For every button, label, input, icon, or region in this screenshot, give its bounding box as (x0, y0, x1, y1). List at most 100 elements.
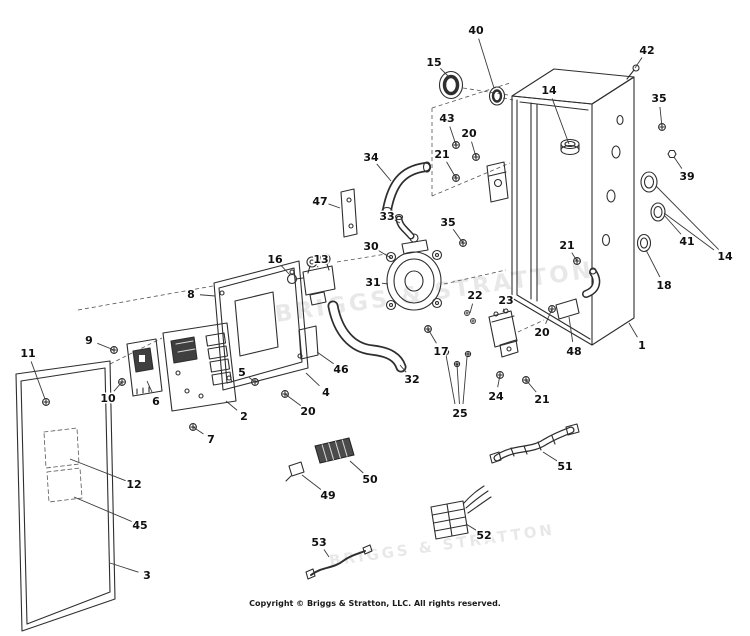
leader-line (571, 252, 578, 262)
leader-line (502, 308, 505, 313)
part-number-label-43: 43 (439, 112, 454, 125)
part-number-label-48: 48 (566, 345, 581, 358)
watermark-text-2: BRIGGS & STRATTON (328, 520, 556, 570)
part-number-label-9: 9 (85, 334, 93, 347)
part-number-label-21: 21 (534, 393, 549, 406)
fuel-hose-art (327, 300, 407, 373)
part-number-label-1: 1 (638, 339, 646, 352)
screw-42-art (626, 64, 640, 80)
striped-block-art (314, 437, 355, 464)
leader-line (316, 351, 334, 365)
part-number-label-51: 51 (557, 460, 572, 473)
leader-line (301, 474, 322, 490)
part-number-label-14: 14 (541, 84, 557, 97)
part-number-label-33: 33 (379, 210, 394, 223)
leader-line (317, 265, 319, 268)
part-number-label-35: 35 (651, 92, 666, 105)
part-number-label-35: 35 (440, 216, 455, 229)
part-number-label-41: 41 (679, 235, 694, 248)
part-number-label-31: 31 (365, 276, 380, 289)
leader-line (349, 460, 364, 474)
leader-line (440, 68, 451, 79)
formed-hose-art (381, 161, 432, 216)
part-number-label-2: 2 (240, 410, 248, 423)
bracket-44-art (486, 161, 509, 203)
part-number-label-46: 46 (333, 363, 349, 376)
leader-line (465, 523, 477, 531)
leader-line (469, 303, 474, 314)
leader-line (659, 106, 663, 128)
leader-line (568, 316, 574, 343)
leader-line (199, 294, 216, 297)
leader-line (280, 265, 291, 276)
leader-line (69, 458, 126, 482)
part-number-label-15: 15 (426, 56, 441, 69)
leader-line (427, 328, 437, 344)
leader-line (192, 426, 204, 435)
leader-line (446, 161, 457, 179)
leader-line (73, 496, 132, 522)
part-number-label-22: 22 (467, 289, 482, 302)
part-number-label-14: 14 (717, 250, 733, 263)
leader-line (225, 400, 238, 411)
part-number-label-21: 21 (434, 148, 449, 161)
leader-line (655, 185, 720, 250)
leader-line (146, 380, 153, 393)
leader-line (663, 214, 682, 235)
leader-line (399, 364, 407, 373)
starter-solenoid-art (488, 308, 519, 358)
leader-line (542, 451, 558, 462)
part-number-label-6: 6 (152, 395, 160, 408)
leader-line (328, 203, 341, 209)
part-number-label-12: 12 (126, 478, 141, 491)
part-number-label-47: 47 (312, 195, 327, 208)
leader-line (248, 377, 256, 383)
part-number-label-40: 40 (468, 24, 484, 37)
part-number-label-30: 30 (363, 240, 379, 253)
nut-39-art (667, 149, 677, 159)
mounting-panel-art (213, 260, 319, 391)
leader-line (452, 229, 464, 244)
wire-harness-art (489, 423, 580, 464)
leader-lines (30, 38, 720, 573)
leader-line (471, 141, 477, 158)
leader-line (284, 393, 302, 407)
leader-line (673, 156, 683, 169)
leader-line (376, 163, 392, 182)
wiring-connector-art (430, 485, 492, 540)
part-number-label-3: 3 (143, 569, 151, 582)
part-number-label-20: 20 (300, 405, 316, 418)
part-number-label-52: 52 (476, 529, 491, 542)
leader-line (323, 549, 330, 558)
grommet-seals-right-art (636, 171, 666, 253)
part-number-label-32: 32 (404, 373, 419, 386)
leader-line (113, 381, 123, 392)
front-door-panel-art (15, 360, 116, 632)
part-number-label-50: 50 (362, 473, 378, 486)
leader-line (478, 38, 495, 89)
part-number-label-7: 7 (207, 433, 215, 446)
control-board-art (162, 322, 237, 412)
leader-line (381, 282, 389, 285)
leader-line (545, 308, 553, 324)
part-number-label-8: 8 (187, 288, 195, 301)
leader-line (645, 249, 661, 278)
leader-line (394, 219, 401, 224)
part-number-label-21: 21 (559, 239, 574, 252)
part-number-label-18: 18 (656, 279, 671, 292)
part-number-label-45: 45 (132, 519, 147, 532)
leader-line (378, 250, 392, 259)
part-number-label-23: 23 (498, 294, 513, 307)
pressure-regulator-art (385, 213, 443, 311)
part-number-label-4: 4 (322, 386, 330, 399)
part-number-label-17: 17 (433, 345, 448, 358)
leader-line (551, 98, 570, 145)
part-number-label-53: 53 (311, 536, 326, 549)
clip-art (285, 461, 305, 482)
part-number-label-13: 13 (313, 253, 328, 266)
fuel-valve-art (286, 253, 336, 306)
leader-line (97, 342, 115, 351)
jumper-wire-art (305, 544, 373, 580)
